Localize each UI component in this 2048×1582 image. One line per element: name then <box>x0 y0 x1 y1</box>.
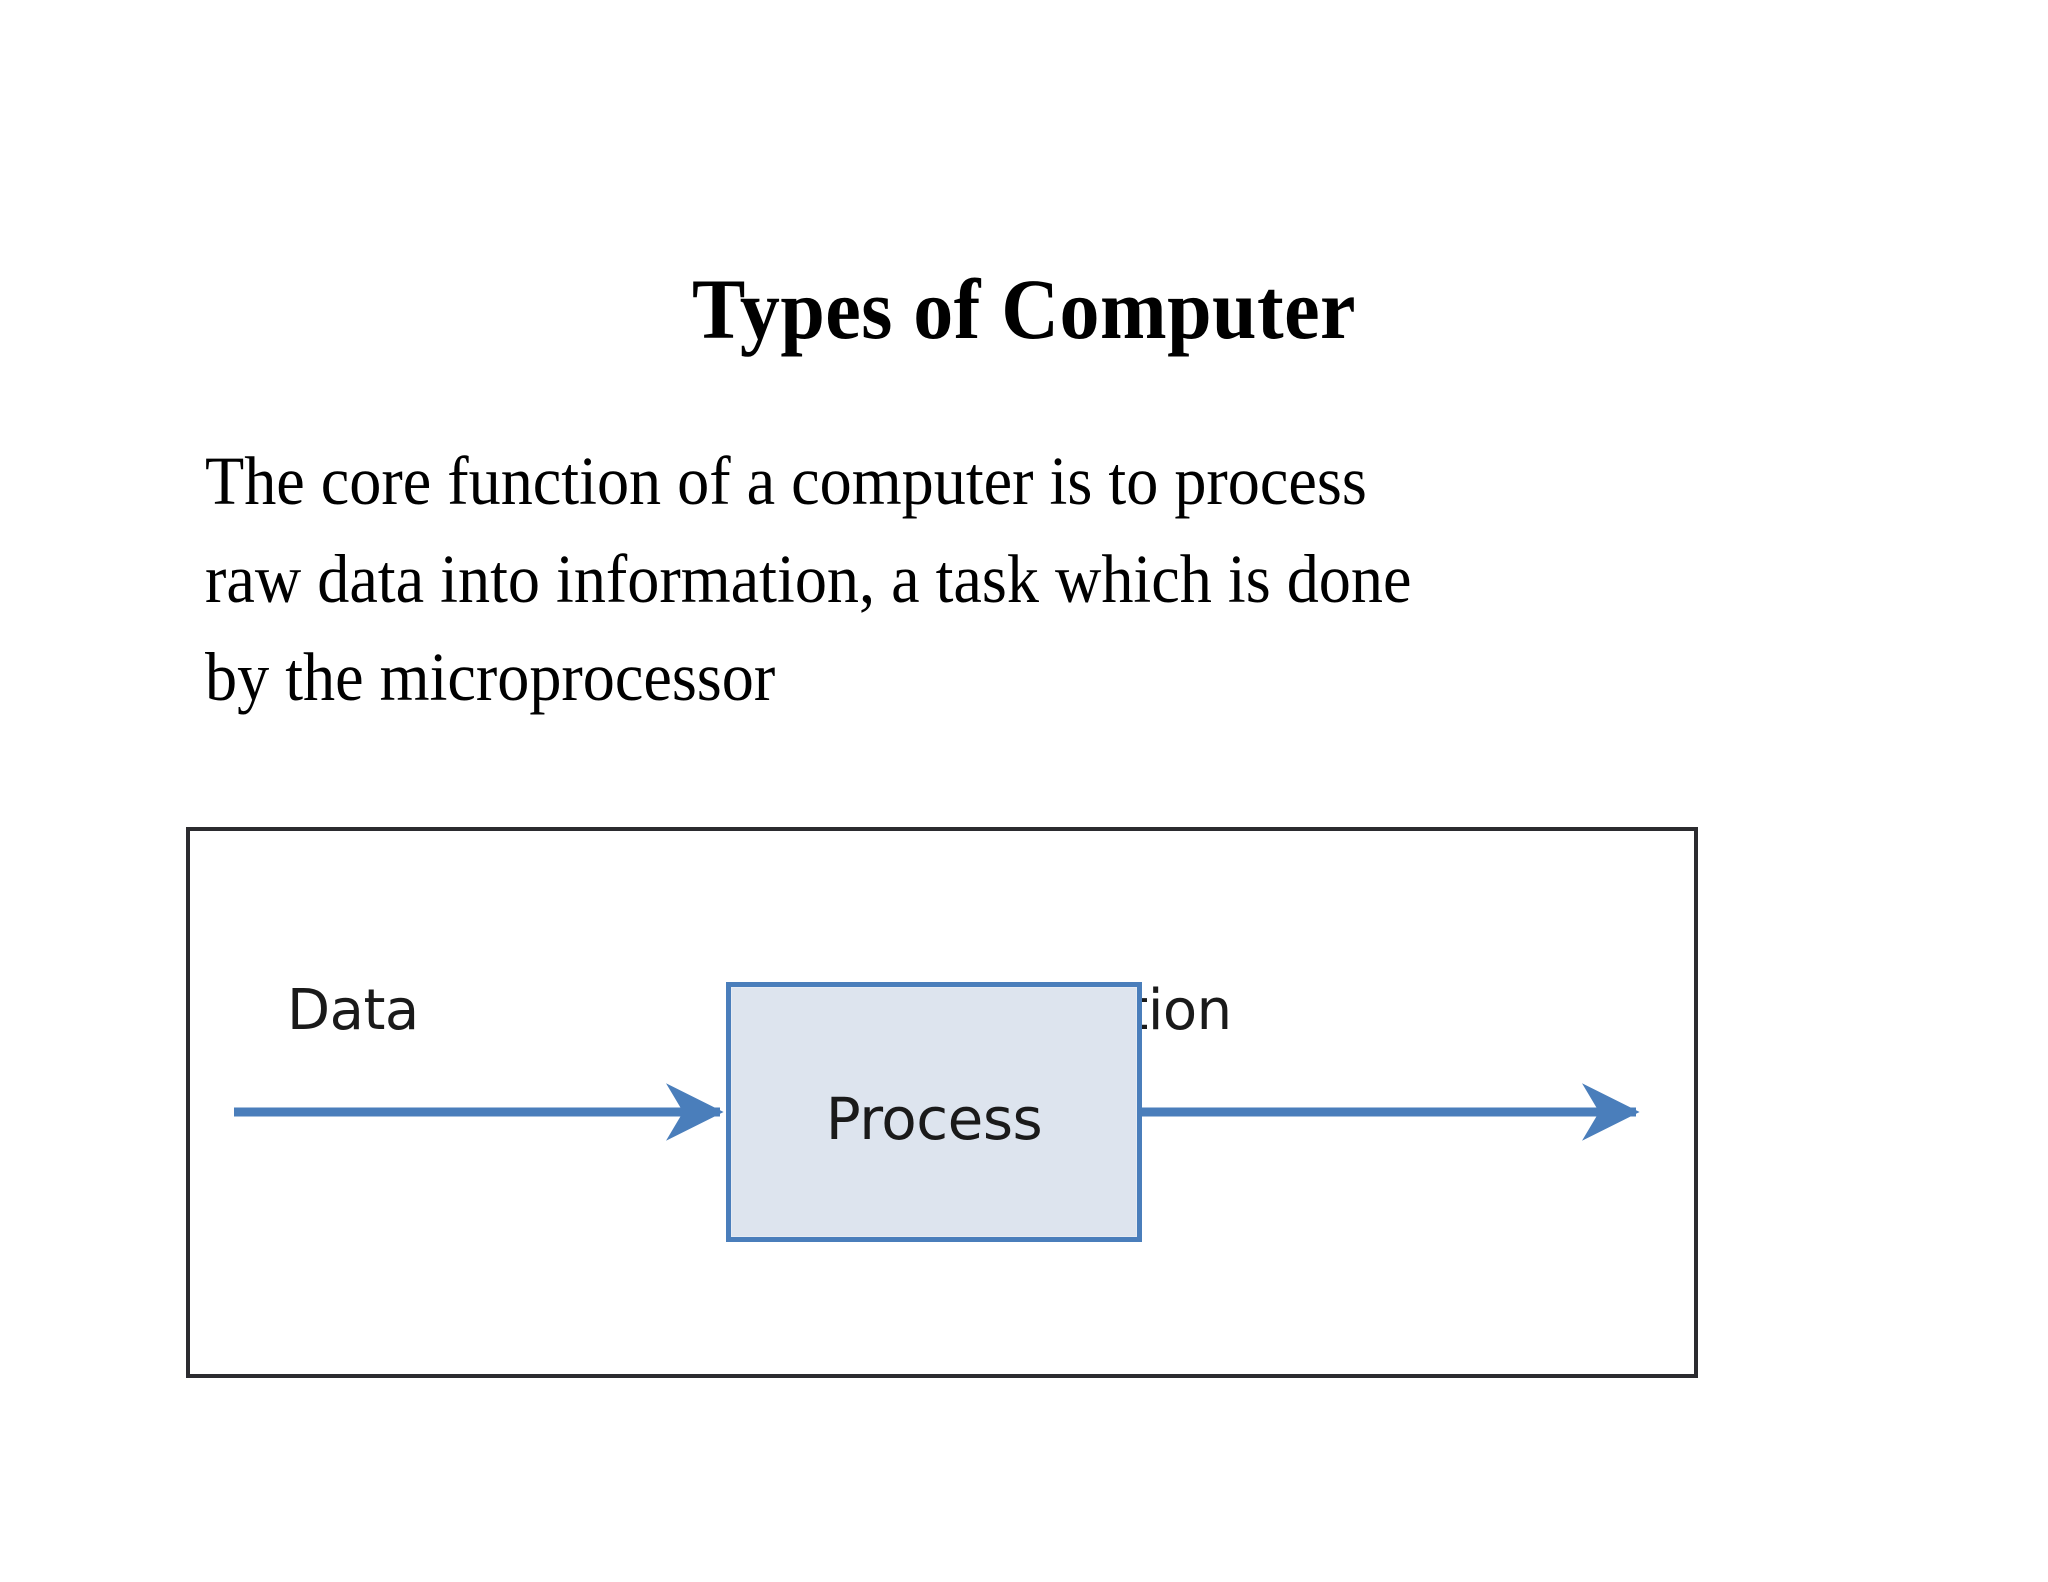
body-paragraph: The core function of a computer is to pr… <box>205 432 1712 726</box>
page-title: Types of Computer <box>692 260 1356 357</box>
process-box-label: Process <box>825 1085 1043 1153</box>
process-box: Process <box>726 982 1142 1242</box>
flow-arrows-svg <box>234 1083 1640 1141</box>
diagram-inner: Data Information Process <box>190 831 1694 1374</box>
flow-label-data: Data <box>287 978 419 1043</box>
body-line-1: The core function of a computer is to pr… <box>205 443 1367 519</box>
diagram-frame: Data Information Process <box>186 827 1698 1378</box>
body-line-3: by the microprocessor <box>205 639 776 715</box>
body-line-2: raw data into information, a task which … <box>205 541 1412 617</box>
